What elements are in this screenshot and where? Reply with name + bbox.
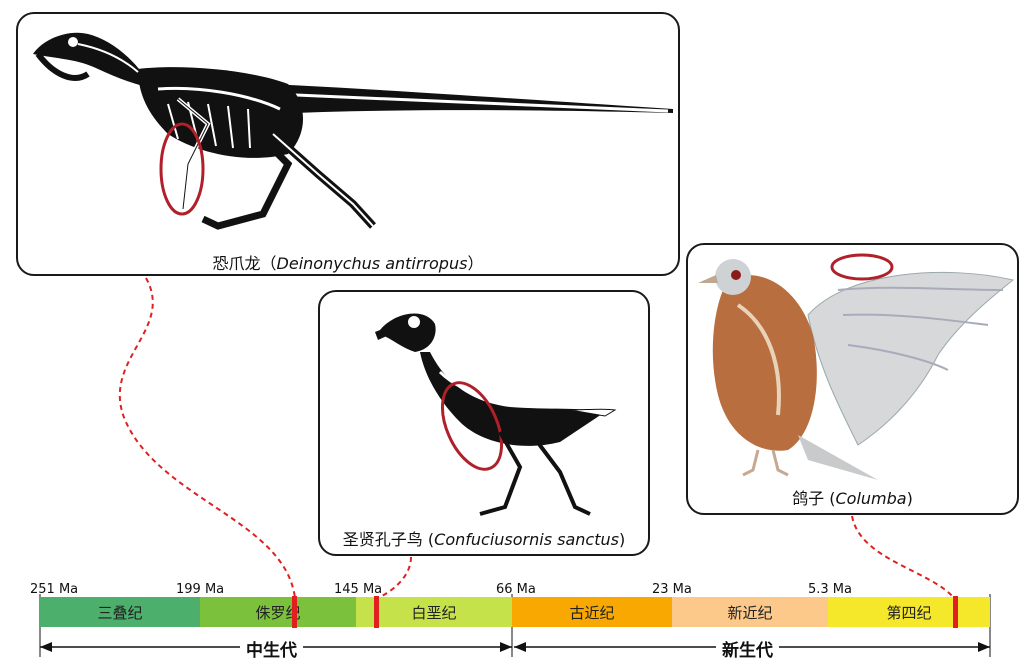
confuciusornis-panel: 圣贤孔子鸟 (Confuciusornis sanctus) (318, 290, 650, 556)
confuciusornis-skeleton-illustration (375, 313, 617, 516)
geologic-timescale: 三叠纪 侏罗纪 白垩纪 古近纪 新近纪 第四纪 (40, 597, 990, 627)
period-triassic: 三叠纪 (40, 597, 200, 627)
confuciusornis-caption: 圣贤孔子鸟 (Confuciusornis sanctus) (342, 530, 626, 549)
pigeon-panel: 鸽子 (Columba) (686, 243, 1019, 515)
deinonychus-time-marker (292, 596, 297, 628)
period-quaternary: 第四纪 (828, 597, 990, 627)
deinonychus-caption: 恐爪龙（Deinonychus antirropus） (212, 254, 484, 273)
deinonychus-skeleton-illustration (33, 32, 673, 230)
era-cenozoic: 新生代 (716, 636, 779, 661)
era-mesozoic: 中生代 (240, 636, 303, 661)
pigeon-caption: 鸽子 (Columba) (792, 489, 913, 508)
tick-66: 66 Ma (496, 582, 536, 597)
period-neogene: 新近纪 (672, 597, 828, 627)
pigeon-time-marker (953, 596, 958, 628)
period-jurassic: 侏罗纪 (200, 597, 356, 627)
pigeon-anatomy-illustration (698, 253, 1015, 480)
tick-199: 199 Ma (176, 582, 225, 597)
deinonychus-panel: 恐爪龙（Deinonychus antirropus） (16, 12, 680, 276)
confuciusornis-time-marker (374, 596, 379, 628)
tick-5-3: 5.3 Ma (808, 582, 852, 597)
tick-23: 23 Ma (652, 582, 692, 597)
tick-251: 251 Ma (30, 582, 79, 597)
period-paleogene: 古近纪 (512, 597, 672, 627)
period-cretaceous: 白垩纪 (356, 597, 512, 627)
tick-145: 145 Ma (334, 582, 383, 597)
